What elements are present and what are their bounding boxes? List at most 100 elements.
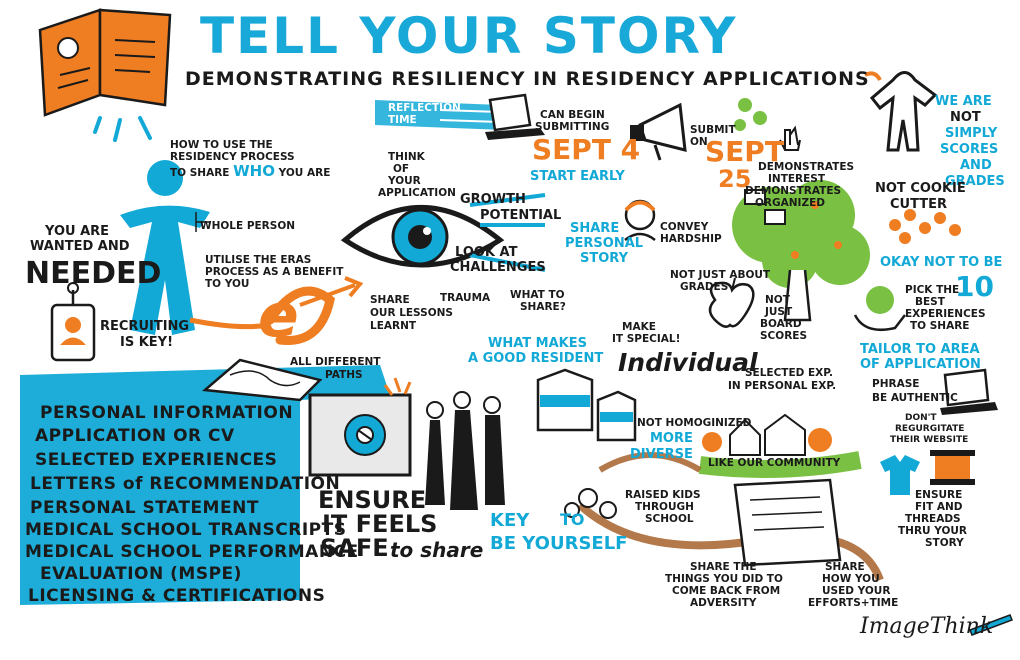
person-portrait-icon: [624, 199, 656, 242]
can-begin-line-2: SUBMITTING: [535, 121, 610, 133]
board-line-4: SCORES: [760, 330, 808, 342]
good-resident-line-2: A GOOD RESIDENT: [468, 351, 604, 366]
submit-line-1: SUBMIT: [690, 124, 736, 136]
selected-line-2: IN PERSONAL EXP.: [728, 380, 837, 392]
reflection-line-2: TIME: [388, 114, 417, 126]
efforts-line-2: HOW YOU: [822, 573, 880, 585]
tshirt-icon: [880, 455, 920, 495]
kids-line-3: SCHOOL: [645, 513, 694, 525]
sept-25-day: 25: [718, 165, 752, 193]
tailor-line-1: TAILOR TO AREA: [860, 342, 980, 357]
megaphone-icon: [630, 102, 687, 161]
fit-line-5: STORY: [925, 537, 964, 549]
simply-label: SIMPLY: [945, 126, 998, 141]
good-resident-line-1: WHAT MAKES: [488, 336, 587, 351]
safe-icon: [308, 377, 412, 477]
pick-line-3: EXPERIENCES: [905, 308, 986, 320]
regurg-line-1: DON'T: [905, 413, 937, 423]
list-item: SELECTED EXPERIENCES: [35, 450, 278, 470]
fit-line-3: THREADS: [905, 513, 961, 525]
board-line-2: JUST: [765, 306, 793, 318]
eras-line-1: UTILISE THE ERAS: [205, 254, 312, 266]
start-early-label: START EARLY: [530, 169, 625, 184]
share-story-line-3: STORY: [580, 251, 628, 266]
list-item: EVALUATION (MSPE): [40, 564, 242, 584]
parent-kids-icon: [564, 488, 617, 519]
laptop-right-icon: [940, 368, 998, 415]
share-story-line-2: PERSONAL: [565, 236, 644, 251]
cookie-line-1: NOT COOKIE: [875, 181, 966, 196]
tailor-line-2: OF APPLICATION: [860, 357, 981, 372]
look-line-2: CHALLENGES: [450, 260, 546, 275]
not-label: NOT: [950, 110, 981, 125]
individual-label: Individual: [618, 348, 758, 377]
list-item: APPLICATION OR CV: [35, 426, 235, 446]
okay-line-1: OKAY NOT TO BE: [880, 255, 1003, 270]
laptop-icon: [485, 93, 545, 140]
group-people-icon: [425, 391, 505, 510]
can-begin-line-1: CAN BEGIN: [540, 109, 605, 121]
demo-interest-line-2: INTEREST: [768, 173, 826, 185]
diverse-line-2: DIVERSE: [630, 447, 693, 462]
how-to-line-1: HOW TO USE THE: [170, 139, 273, 151]
convey-line-2: HARDSHIP: [660, 233, 722, 245]
what-share-line-2: SHARE?: [520, 301, 566, 313]
wanted-line-1: YOU ARE: [45, 224, 110, 239]
growth-line-2: POTENTIAL: [480, 208, 562, 223]
share-story-line-1: SHARE: [570, 221, 620, 236]
pen-icon: [969, 614, 1013, 636]
convey-line-1: CONVEY: [660, 221, 709, 233]
eras-e-logo: e: [258, 281, 299, 351]
sept-4-date: SEPT 4: [532, 133, 641, 166]
authentic-label: BE AUTHENTIC: [872, 392, 958, 404]
phrase-label: PHRASE: [872, 378, 920, 390]
key-line-1: KEY: [490, 510, 530, 531]
diverse-line-1: MORE: [650, 431, 693, 446]
wanted-line-2: WANTED AND: [30, 239, 130, 254]
okay-line-2: 10: [955, 270, 994, 303]
kids-line-2: THROUGH: [635, 501, 694, 513]
board-line-1: NOT: [765, 294, 790, 306]
special-line-2: IT SPECIAL!: [612, 333, 681, 345]
signature: ImageThink: [860, 614, 994, 639]
and-label: AND: [960, 158, 992, 173]
tree-icon: [732, 180, 870, 322]
fit-line-2: FIT AND: [915, 501, 963, 513]
trauma-label: TRAUMA: [440, 292, 491, 304]
cookie-cutter-icon: [864, 71, 938, 152]
hand-with-apple-icon: [853, 286, 906, 332]
adversity-line-4: ADVERSITY: [690, 597, 757, 609]
think-line-4: APPLICATION: [378, 187, 456, 199]
ensure-line-2: IT FEELS: [322, 510, 438, 538]
orange-dots-decoration: [889, 209, 961, 244]
person-figure-icon: [120, 160, 210, 335]
list-item: LETTERS of RECOMMENDATION: [30, 474, 341, 494]
selected-line-1: SELECTED EXP.: [745, 367, 834, 379]
pick-line-4: TO SHARE: [910, 320, 970, 332]
lessons-line-3: LEARNT: [370, 320, 417, 332]
how-to-line-2: RESIDENCY PROCESS: [170, 151, 295, 163]
how-to-line-3: TO SHARE WHO YOU ARE: [170, 162, 331, 180]
page-subtitle: DEMONSTRATING RESILIENCY IN RESIDENCY AP…: [185, 68, 870, 90]
ensure-line-4: to share: [390, 538, 484, 562]
grades-line-2: GRADES: [680, 281, 729, 293]
think-line-1: THINK: [388, 151, 425, 163]
fit-line-4: THRU YOUR: [898, 525, 967, 537]
fit-line-1: ENSURE: [915, 489, 963, 501]
eras-line-3: TO YOU: [205, 278, 250, 290]
sept-25-month: SEPT: [705, 135, 784, 168]
adversity-line-3: COME BACK FROM: [672, 585, 781, 597]
pick-line-2: BEST: [915, 296, 945, 308]
swoosh-arrow-icon: [189, 276, 364, 345]
list-item: PERSONAL INFORMATION: [40, 403, 294, 423]
ensure-line-1: ENSURE: [318, 486, 427, 514]
board-line-3: BOARD: [760, 318, 802, 330]
adversity-line-2: THINGS YOU DID TO: [665, 573, 783, 585]
paths-line-2: PATHS: [325, 369, 363, 381]
id-badge-icon: [50, 282, 96, 362]
think-line-2: OF: [393, 163, 410, 175]
efforts-line-4: EFFORTS+TIME: [808, 597, 899, 609]
lessons-line-2: OUR LESSONS: [370, 307, 453, 319]
eye-icon: [340, 193, 546, 272]
